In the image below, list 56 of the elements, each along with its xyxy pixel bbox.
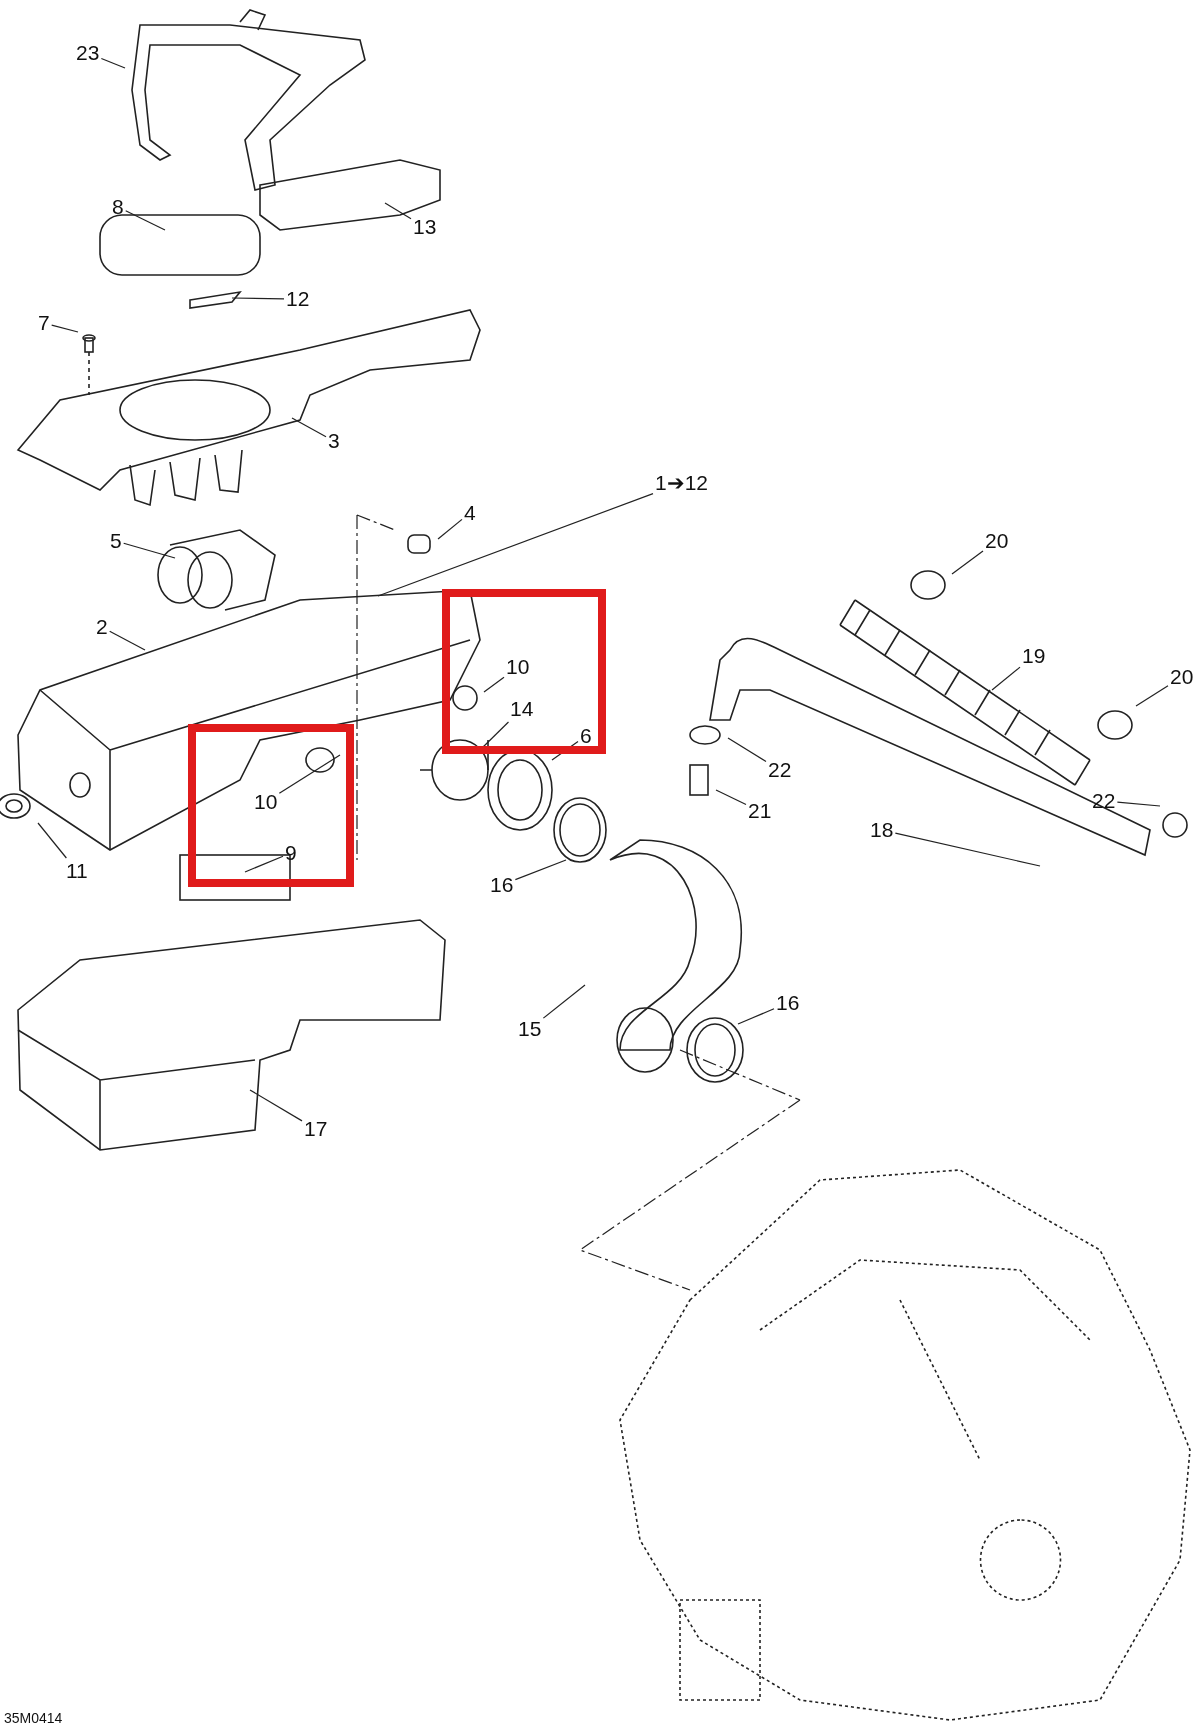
- callout-number: 18: [870, 819, 894, 841]
- leader-line: [542, 984, 586, 1019]
- callout-number: 14: [510, 698, 534, 720]
- leader-line: [249, 1089, 303, 1122]
- callout-number: 12: [286, 288, 310, 310]
- leader-line: [109, 630, 146, 651]
- leader-line: [100, 57, 126, 69]
- leader-line: [727, 737, 767, 763]
- callout-number: 2: [96, 616, 108, 638]
- callout-number: 3: [328, 430, 340, 452]
- callout-number: 16: [490, 874, 514, 896]
- leader-line: [37, 822, 67, 859]
- leader-line: [715, 789, 747, 805]
- leader-line: [737, 1008, 775, 1025]
- leader-line: [51, 324, 79, 333]
- callout-number: 15: [518, 1018, 542, 1040]
- callout-number: 10: [506, 656, 530, 678]
- leader-line: [125, 210, 166, 231]
- callout-number: 16: [776, 992, 800, 1014]
- callout-number: 20: [985, 530, 1009, 552]
- leader-line: [483, 676, 505, 693]
- callout-number: 5: [110, 530, 122, 552]
- leader-line: [514, 859, 567, 881]
- leader-line: [377, 493, 654, 597]
- callout-number: 10: [254, 791, 278, 813]
- callout-number: 8: [112, 196, 124, 218]
- callout-number: 21: [748, 800, 772, 822]
- highlight-frame: [188, 724, 354, 887]
- leader-line: [951, 550, 984, 575]
- leader-line: [437, 518, 463, 540]
- leader-line: [1116, 801, 1161, 807]
- callout-number: 9: [285, 842, 297, 864]
- leader-line: [231, 297, 285, 300]
- highlight-frame: [442, 589, 606, 754]
- leader-line: [991, 666, 1021, 691]
- callout-number: 22: [1092, 790, 1116, 812]
- callout-number: 1➔12: [655, 472, 709, 494]
- drawing-number: 35M0414: [4, 1710, 63, 1726]
- leader-line: [278, 754, 341, 794]
- callout-number: 13: [413, 216, 437, 238]
- callout-number: 17: [304, 1118, 328, 1140]
- callout-number: 6: [580, 725, 592, 747]
- callout-number: 20: [1170, 666, 1194, 688]
- callout-number: 23: [76, 42, 100, 64]
- leader-line: [123, 542, 176, 559]
- leader-line: [291, 417, 327, 438]
- leader-line: [244, 855, 284, 873]
- callout-number: 4: [464, 502, 476, 524]
- callout-number: 22: [768, 759, 792, 781]
- callout-number: 7: [38, 312, 50, 334]
- leader-line: [1135, 685, 1169, 707]
- leader-line: [551, 740, 579, 761]
- callout-number: 19: [1022, 645, 1046, 667]
- callout-number: 11: [66, 860, 88, 882]
- leader-line: [894, 832, 1041, 867]
- leader-line: [384, 202, 412, 220]
